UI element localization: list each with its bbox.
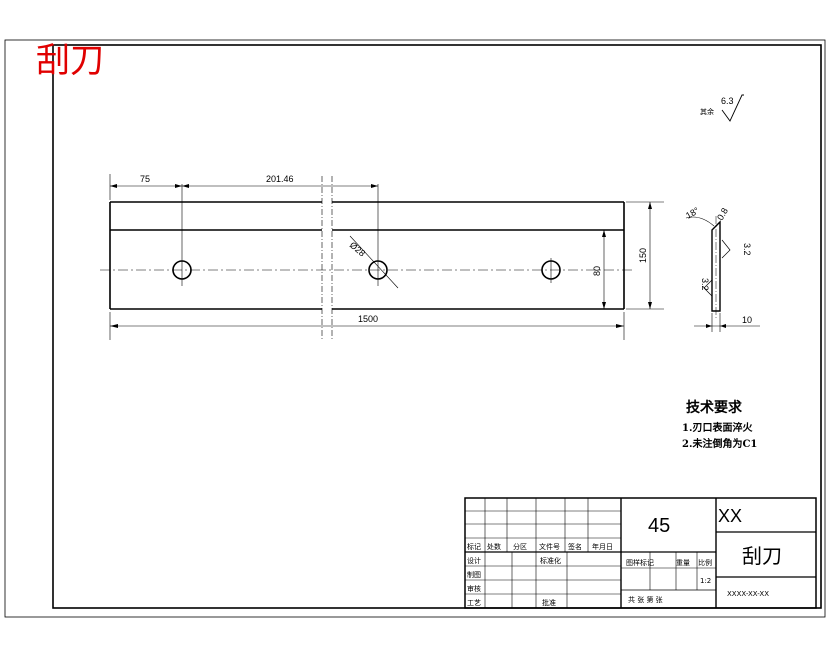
hdr-0: 标记 bbox=[467, 542, 481, 551]
roughness-prefix: 其余 bbox=[700, 107, 714, 116]
roughness-side: 3.2 bbox=[700, 278, 710, 291]
title-block bbox=[464, 497, 817, 609]
roughness-symbol-side bbox=[703, 279, 713, 297]
technical-requirements: 技术要求 1.刃口表面淬火 2.未注倒角为C1 bbox=[682, 399, 757, 450]
dim-201: 201.46 bbox=[266, 174, 294, 184]
side-view: 18° 0.8 3.2 3.2 10 bbox=[684, 205, 760, 332]
side-profile bbox=[711, 220, 721, 312]
tech-item-1: 1.刃口表面淬火 bbox=[682, 421, 753, 434]
hdr-3: 文件号 bbox=[539, 542, 560, 551]
company: XX bbox=[718, 506, 742, 526]
role-1: 制图 bbox=[467, 570, 481, 579]
tech-item-2: 2.未注倒角为C1 bbox=[682, 437, 757, 450]
role-3: 工艺 bbox=[467, 599, 481, 607]
material: 45 bbox=[648, 515, 670, 537]
outer-frame bbox=[4, 39, 826, 618]
dim-80: 80 bbox=[592, 266, 602, 276]
mark-label-1: 重量 bbox=[676, 559, 690, 567]
hdr-1: 处数 bbox=[487, 542, 501, 551]
standardization: 标准化 bbox=[540, 556, 561, 565]
roughness-symbol-face bbox=[721, 239, 731, 259]
roughness-symbol bbox=[721, 94, 744, 122]
hdr-5: 年月日 bbox=[592, 542, 613, 551]
drawing-number: XXXX-XX-XX bbox=[727, 590, 769, 598]
inner-frame bbox=[52, 44, 822, 609]
hdr-2: 分区 bbox=[513, 542, 527, 551]
role-2: 审核 bbox=[467, 584, 481, 593]
title-block-border bbox=[464, 497, 817, 609]
dim-150: 150 bbox=[638, 248, 648, 263]
mark-label-2: 比例 bbox=[698, 558, 712, 567]
angle-arc bbox=[685, 216, 715, 227]
dia-leader bbox=[349, 235, 399, 289]
hdr-4: 签名 bbox=[568, 542, 582, 551]
sheet-count: 共 张 第 张 bbox=[628, 595, 663, 604]
overlay-title: 刮刀 bbox=[36, 41, 104, 81]
title-block-text: 45 XX 刮刀 XXXX-XX-XX 标记 处数 分区 文件号 签名 年月日 … bbox=[467, 506, 782, 607]
main-view: 75 201.46 Ø28 1500 80 150 bbox=[100, 174, 664, 340]
scale: 1:2 bbox=[700, 577, 711, 585]
roughness-value: 6.3 bbox=[721, 96, 734, 106]
mark-label-0: 图样标记 bbox=[626, 558, 654, 567]
dim-75: 75 bbox=[140, 174, 150, 184]
role-0: 设计 bbox=[467, 556, 481, 565]
dim-angle: 18° bbox=[684, 205, 701, 221]
roughness-face: 3.2 bbox=[742, 243, 752, 256]
arrows-thk bbox=[706, 324, 726, 328]
roughness-edge: 0.8 bbox=[715, 206, 730, 222]
part-name: 刮刀 bbox=[742, 544, 782, 568]
tech-heading: 技术要求 bbox=[686, 399, 743, 416]
dim-1500: 1500 bbox=[358, 314, 378, 324]
plate-outline bbox=[109, 201, 625, 310]
dim-thickness: 10 bbox=[742, 315, 752, 325]
dim-dia: Ø28 bbox=[348, 240, 367, 259]
general-roughness-note: 其余 6.3 bbox=[700, 94, 744, 122]
approve: 批准 bbox=[542, 598, 556, 607]
